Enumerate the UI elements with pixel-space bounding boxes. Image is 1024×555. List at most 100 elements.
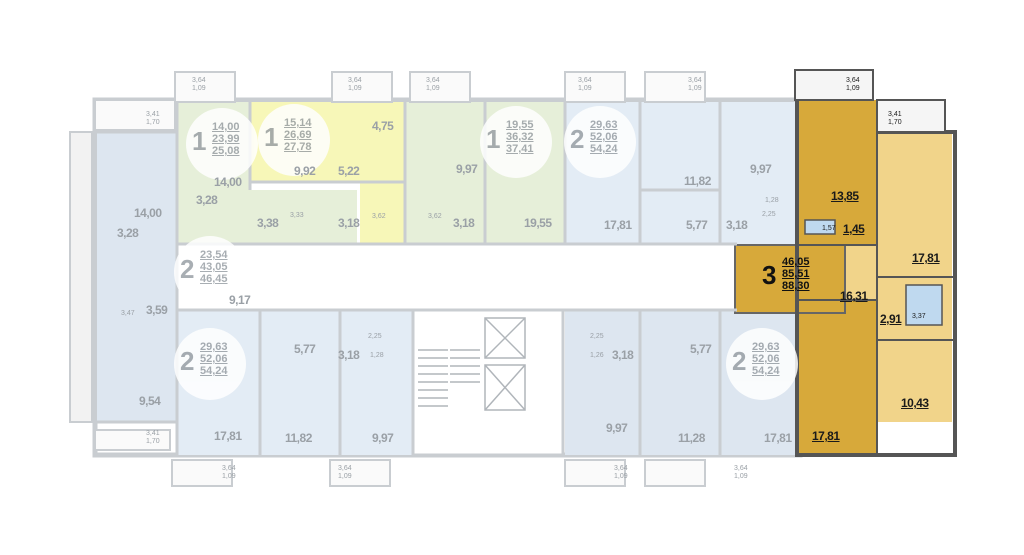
room-area: 14,00 xyxy=(134,206,162,220)
selected-apartment-badge[interactable]: 3 46,05 85,51 88,30 xyxy=(758,248,828,310)
room-area: 3,28 xyxy=(196,193,218,207)
selected-room-bath: 3,37 xyxy=(912,313,926,320)
selected-room-wc: 1,57 xyxy=(822,225,836,232)
selected-room-living: 17,81 xyxy=(812,429,840,443)
room-area: 1,28 xyxy=(370,352,384,359)
badge-rooms: 1 xyxy=(192,126,207,156)
badge-total: 52,06 xyxy=(200,353,228,365)
apartment-badge-3[interactable]: 1 19,55 36,32 37,41 xyxy=(480,106,552,178)
badge-rooms: 1 xyxy=(264,122,279,152)
apartment-badge-7[interactable]: 2 29,63 52,06 54,24 xyxy=(726,328,798,400)
apartment-badge-5[interactable]: 2 23,54 43,05 46,45 xyxy=(174,236,246,308)
selected-rooms: 3 xyxy=(762,260,777,290)
badge-living: 15,14 xyxy=(284,117,312,129)
room-area: 3,33 xyxy=(290,212,304,219)
room-area: 9,17 xyxy=(229,293,251,307)
room-area: 17,81 xyxy=(764,431,792,445)
badge-values: 15,14 26,69 27,78 xyxy=(284,117,312,153)
badge-full: 54,24 xyxy=(752,365,780,377)
room-area: 11,28 xyxy=(678,431,705,445)
room-area: 11,82 xyxy=(684,174,711,188)
room-area: 19,55 xyxy=(524,216,552,230)
badge-living: 23,54 xyxy=(200,249,228,261)
room-area: 3,18 xyxy=(453,216,475,230)
room-area: 3,18 xyxy=(612,348,634,362)
apartment-badge-2[interactable]: 1 15,14 26,69 27,78 xyxy=(258,104,330,176)
room-area: 3,47 xyxy=(121,310,135,317)
selected-room-bedroom-mid: 10,43 xyxy=(901,396,929,410)
badge-total: 23,99 xyxy=(212,133,240,145)
room-area: 5,77 xyxy=(294,342,316,356)
apartment-badge-6[interactable]: 2 29,63 52,06 54,24 xyxy=(174,328,246,400)
room-area: 4,75 xyxy=(372,119,394,133)
badge-values: 29,63 52,06 54,24 xyxy=(590,119,618,155)
selected-values: 46,05 85,51 88,30 xyxy=(782,256,810,292)
selected-full: 88,30 xyxy=(782,280,810,292)
badge-total: 26,69 xyxy=(284,129,312,141)
stairs xyxy=(418,317,526,411)
apt-top-1b-green xyxy=(177,190,357,244)
room-area: 9,97 xyxy=(750,162,772,176)
badge-rooms: 1 xyxy=(486,124,501,154)
room-area: 14,00 xyxy=(214,175,242,189)
room-area: 9,92 xyxy=(294,164,316,178)
badge-values: 29,63 52,06 54,24 xyxy=(752,341,780,377)
badge-total: 52,06 xyxy=(752,353,780,365)
apartment-badge-4[interactable]: 2 29,63 52,06 54,24 xyxy=(564,106,636,178)
room-area: 3,18 xyxy=(338,216,360,230)
selected-balconies xyxy=(794,69,946,133)
badge-total: 52,06 xyxy=(590,131,618,143)
selected-room-hall-small: 1,45 xyxy=(843,222,865,236)
badge-values: 23,54 43,05 46,45 xyxy=(200,249,228,285)
badge-living: 19,55 xyxy=(506,119,534,131)
badge-rooms: 2 xyxy=(180,346,195,376)
room-area: 9,97 xyxy=(372,431,394,445)
room-area: 5,22 xyxy=(338,164,360,178)
badge-full: 54,24 xyxy=(590,143,618,155)
room-area: 2,25 xyxy=(590,333,604,340)
badge-values: 19,55 36,32 37,41 xyxy=(506,119,534,155)
room-area: 2,25 xyxy=(368,333,382,340)
badge-rooms: 2 xyxy=(732,346,747,376)
room-area: 17,81 xyxy=(214,429,242,443)
badge-living: 29,63 xyxy=(200,341,228,353)
room-area: 3,28 xyxy=(117,226,139,240)
badge-rooms: 2 xyxy=(570,124,585,154)
selected-room-bedroom-top: 17,81 xyxy=(912,251,940,265)
room-area: 1,26 xyxy=(590,352,604,359)
room-area: 3,62 xyxy=(428,213,442,220)
corridor xyxy=(177,244,737,310)
room-area: 9,54 xyxy=(139,394,161,408)
badge-total: 43,05 xyxy=(200,261,228,273)
badge-rooms: 2 xyxy=(180,254,195,284)
badge-full: 37,41 xyxy=(506,143,534,155)
room-area: 3,62 xyxy=(372,213,386,220)
selected-living: 46,05 xyxy=(782,256,810,268)
badge-total: 36,32 xyxy=(506,131,534,143)
selected-apartment[interactable] xyxy=(734,100,957,457)
badge-living: 29,63 xyxy=(590,119,618,131)
room-area: 3,38 xyxy=(257,216,279,230)
apartment-badge-1[interactable]: 1 14,00 23,99 25,08 xyxy=(186,108,258,180)
room-area: 2,25 xyxy=(762,211,776,218)
room-area: 9,97 xyxy=(456,162,478,176)
room-area: 5,77 xyxy=(690,342,712,356)
badge-full: 25,08 xyxy=(212,145,240,157)
room-area: 3,59 xyxy=(146,303,168,317)
badge-full: 46,45 xyxy=(200,273,228,285)
selected-total: 85,51 xyxy=(782,268,810,280)
balconies xyxy=(94,71,706,487)
badge-full: 27,78 xyxy=(284,141,312,153)
